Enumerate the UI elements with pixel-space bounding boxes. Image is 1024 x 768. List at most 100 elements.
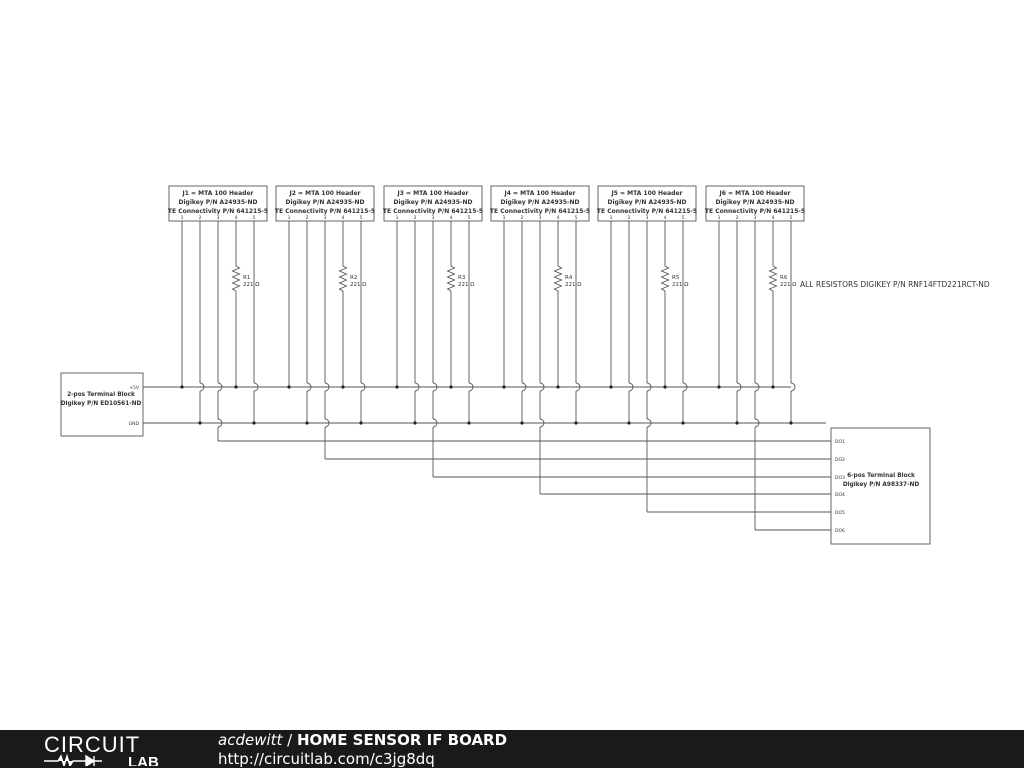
header-j1-pin-3: 3	[217, 215, 220, 221]
header-j6-digikey: Digikey P/N A24935-ND	[716, 199, 795, 206]
terminal6-box	[830, 427, 931, 545]
terminal6-title: 6-pos Terminal Block	[847, 473, 915, 479]
wire-crossover	[646, 382, 652, 392]
header-j4-pin-2: 2	[521, 215, 524, 221]
header-j5-pin-4: 4	[664, 215, 667, 221]
header-j2-pin-3: 3	[324, 215, 327, 221]
header-j2-pin-1: 1	[288, 215, 291, 221]
terminal6-digikey: Digikey P/N A98337-ND	[843, 482, 920, 488]
terminal2-pin-gnd: GND	[129, 421, 140, 427]
junction-dot	[556, 385, 560, 389]
terminal6-pin-do1: DO1	[835, 439, 845, 445]
resistor-r6	[768, 265, 778, 292]
resistor-r3-value: 221 Ω	[458, 282, 474, 288]
wire-crossover	[646, 418, 652, 428]
wire-crossover	[324, 382, 330, 392]
wire-crossover	[754, 382, 760, 392]
header-j5-digikey: Digikey P/N A24935-ND	[608, 199, 687, 206]
header-j4-pin-1: 1	[503, 215, 506, 221]
author-name[interactable]: acdewitt	[218, 731, 283, 749]
header-j3-pin-4: 4	[450, 215, 453, 221]
logo-text-bottom: LAB	[128, 754, 159, 766]
header-j1-pin-4: 4	[235, 215, 238, 221]
header-j3-title: J3 = MTA 100 Header	[396, 190, 468, 197]
logo-resistor-diode-icon	[44, 753, 102, 766]
junction-dot	[395, 385, 399, 389]
wires	[136, 221, 831, 531]
header-j1-pin-1: 1	[181, 215, 184, 221]
terminal6-pin-do6: DO6	[835, 528, 845, 534]
junction-dot	[574, 421, 578, 425]
header-j2-te-pn: TE Connectivity P/N 641215-5	[275, 208, 375, 215]
junction-dot	[663, 385, 667, 389]
circuit-name: HOME SENSOR IF BOARD	[296, 731, 508, 749]
junction-dot	[341, 385, 345, 389]
header-j1-pin-2: 2	[199, 215, 202, 221]
header-j5-pin-3: 3	[646, 215, 649, 221]
circuit-url[interactable]: http://circuitlab.com/c3jg8dq	[218, 750, 435, 768]
header-j3-te-pn: TE Connectivity P/N 641215-5	[383, 208, 483, 215]
header-j5-pin-2: 2	[628, 215, 631, 221]
wire-crossover	[324, 418, 330, 428]
header-j6-pin-5: 5	[790, 215, 793, 221]
header-j4-pin-5: 5	[575, 215, 578, 221]
header-j3-pin-3: 3	[432, 215, 435, 221]
resistor-r3	[446, 265, 456, 292]
header-j1-digikey: Digikey P/N A24935-ND	[179, 199, 258, 206]
terminal2-pin-vcc: +5V	[129, 385, 140, 391]
resistor-r5	[660, 265, 670, 292]
terminal2-box	[60, 372, 144, 437]
junction-dot	[413, 421, 417, 425]
wire-crossover	[754, 418, 760, 428]
wire-crossover	[360, 382, 366, 392]
junction-dot	[789, 421, 793, 425]
junction-dot	[252, 421, 256, 425]
wire-crossover	[306, 382, 312, 392]
junction-dot	[449, 385, 453, 389]
wire-crossover	[575, 382, 581, 392]
wire-crossover	[521, 382, 527, 392]
junction-dot	[234, 385, 238, 389]
wire-crossover	[217, 382, 223, 392]
header-j4-pin-4: 4	[557, 215, 560, 221]
junction-dot	[359, 421, 363, 425]
junction-dot	[681, 421, 685, 425]
resistor-r2-value: 221 Ω	[350, 282, 366, 288]
wire-crossover	[539, 418, 545, 428]
header-j6-box	[705, 185, 805, 222]
junction-dot	[198, 421, 202, 425]
wire-crossover	[468, 382, 474, 392]
header-j4-te-pn: TE Connectivity P/N 641215-5	[490, 208, 590, 215]
wire-crossover	[432, 418, 438, 428]
junction-dot	[287, 385, 291, 389]
resistor-r4-name: R4	[565, 275, 573, 281]
header-j2-pin-5: 5	[360, 215, 363, 221]
resistor-r3-name: R3	[458, 275, 466, 281]
resistor-r2	[338, 265, 348, 292]
wire-crossover	[217, 418, 223, 428]
terminal6-pin-do2: DO2	[835, 457, 845, 463]
header-j2-digikey: Digikey P/N A24935-ND	[286, 199, 365, 206]
junction-dot	[520, 421, 524, 425]
header-j2-box	[275, 185, 375, 222]
footer-bar: CIRCUIT LAB acdewitt / HOME SENSOR IF BO…	[0, 730, 1024, 768]
header-j1-title: J1 = MTA 100 Header	[181, 190, 253, 197]
header-j6-title: J6 = MTA 100 Header	[718, 190, 790, 197]
header-j5-te-pn: TE Connectivity P/N 641215-5	[597, 208, 697, 215]
header-j4-box	[490, 185, 590, 222]
resistor-r5-value: 221 Ω	[672, 282, 688, 288]
header-j5-pin-1: 1	[610, 215, 613, 221]
resistor-r1	[231, 265, 241, 292]
header-j1-box	[168, 185, 268, 222]
header-j5-box	[597, 185, 697, 222]
resistor-r6-name: R6	[780, 275, 788, 281]
junction-dot	[735, 421, 739, 425]
wire-crossover	[199, 382, 205, 392]
header-j1-pin-5: 5	[253, 215, 256, 221]
header-j4-digikey: Digikey P/N A24935-ND	[501, 199, 580, 206]
junction-dot	[717, 385, 721, 389]
terminal2-digikey: Digikey P/N ED10561-ND	[61, 401, 142, 407]
header-j3-digikey: Digikey P/N A24935-ND	[394, 199, 473, 206]
terminal6-pin-do4: DO4	[835, 492, 845, 498]
